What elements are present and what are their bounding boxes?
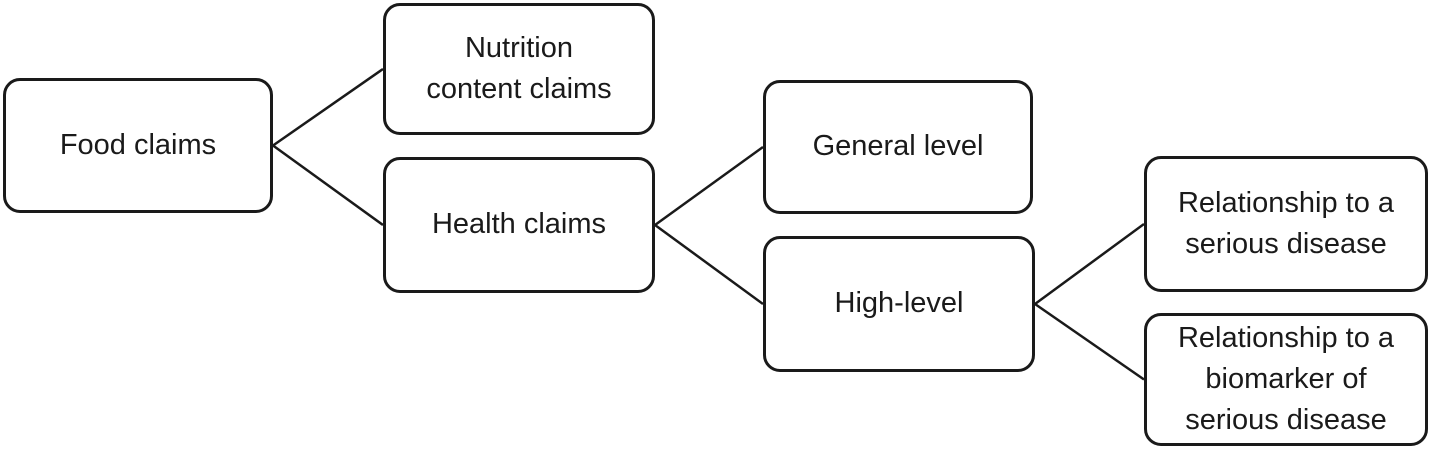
node-nutrition-content-claims: Nutrition content claims	[383, 3, 655, 135]
node-health-claims: Health claims	[383, 157, 655, 293]
node-food-claims: Food claims	[3, 78, 273, 213]
node-general-level: General level	[763, 80, 1033, 214]
node-relationship-to-a-biomarker-of-serious-disease: Relationship to a biomarker of serious d…	[1144, 313, 1428, 446]
node-high-level: High-level	[763, 236, 1035, 372]
node-relationship-to-a-serious-disease: Relationship to a serious disease	[1144, 156, 1428, 292]
